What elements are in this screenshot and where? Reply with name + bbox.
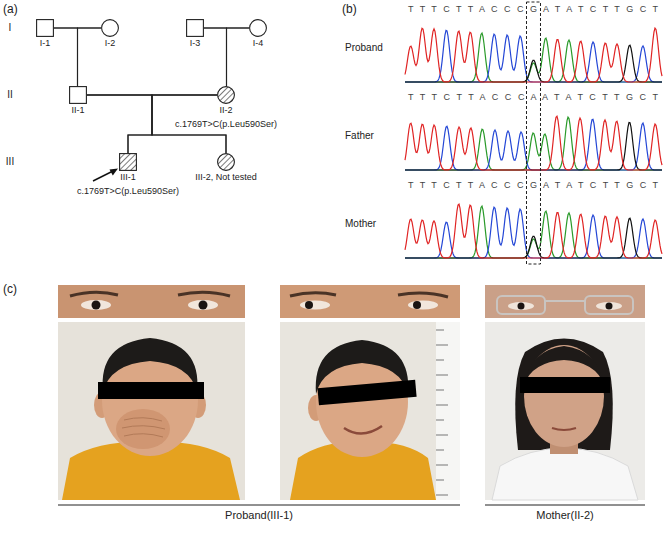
symbol-shape	[69, 86, 87, 104]
sample-label: Proband	[345, 42, 383, 54]
pedigree-symbol	[101, 19, 119, 37]
eye-photo	[58, 285, 645, 318]
female-symbol: II-2 c.1769T>C(p.Leu590Ser)	[175, 86, 277, 130]
symbol-shape	[36, 19, 54, 37]
caption-rule	[485, 505, 645, 506]
male-symbol: I-1	[36, 19, 54, 49]
male-symbol: II-1	[69, 86, 87, 116]
symbol-shape	[217, 86, 235, 104]
generation-label: III	[6, 156, 14, 168]
individual-id: II-1	[69, 105, 87, 116]
proband-arrow	[93, 169, 118, 182]
sample-label: Mother	[345, 218, 376, 230]
trace-line	[405, 204, 662, 258]
symbol-shape	[101, 19, 119, 37]
female-symbol: I-4	[249, 19, 267, 49]
symbol-shape	[217, 153, 235, 171]
male-symbol: I-3	[186, 19, 204, 49]
sample-label: Father	[345, 130, 374, 142]
variant-box	[526, 2, 540, 264]
variant-box	[526, 2, 540, 264]
trace-line	[405, 117, 662, 170]
pedigree-symbol	[249, 19, 267, 37]
pedigree-line	[204, 28, 227, 86]
individual-id: I-1	[36, 38, 54, 49]
chromatogram-trace	[405, 28, 662, 258]
panel-letter: (b)	[342, 2, 357, 16]
caption-rule	[58, 505, 460, 506]
trace-line	[405, 116, 662, 170]
pedigree-symbol	[36, 19, 54, 37]
proband-photo	[280, 322, 460, 500]
individual-id: III-1	[77, 172, 179, 183]
generation-label: I	[9, 22, 12, 34]
symbol-shape	[186, 19, 204, 37]
panel-letter: (c)	[3, 282, 17, 296]
photo-caption: Mother(II-2)	[536, 509, 593, 522]
proband-photo	[58, 322, 245, 500]
sequence-text: T T T C T T A C C C A A T A T C T T G C …	[408, 92, 658, 103]
variant-text: c.1769T>C(p.Leu590Ser)	[77, 186, 179, 197]
pedigree-symbol	[217, 86, 235, 104]
pedigree-symbol	[119, 153, 137, 171]
symbol-shape	[119, 153, 137, 171]
male-symbol: III-1 c.1769T>C(p.Leu590Ser)	[77, 153, 179, 197]
individual-id: II-2	[175, 105, 277, 116]
individual-id: I-2	[101, 38, 119, 49]
pedigree-symbol	[186, 19, 204, 37]
pedigree-line	[78, 28, 102, 86]
individual-id: I-3	[186, 38, 204, 49]
pedigree-symbol	[217, 153, 235, 171]
individual-id: III-2, Not tested	[195, 172, 257, 183]
sequence-text: T T T C T T A C C C G A T A T C T T G C …	[408, 4, 658, 15]
pedigree-line	[87, 95, 152, 153]
variant-text: c.1769T>C(p.Leu590Ser)	[175, 119, 277, 130]
mother-photo	[485, 322, 645, 500]
sequence-text: T T T C T T A C C C G A T A T C T T G C …	[408, 180, 658, 191]
individual-id: I-4	[249, 38, 267, 49]
female-symbol: III-2, Not tested	[195, 153, 257, 183]
female-symbol: I-2	[101, 19, 119, 49]
pedigree-symbol	[69, 86, 87, 104]
trace-line	[405, 30, 662, 82]
pedigree-line	[226, 28, 249, 86]
photo-caption: Proband(III-1)	[225, 509, 293, 522]
trace-line	[405, 28, 662, 82]
pedigree-line	[54, 28, 78, 86]
panel-letter: (a)	[3, 2, 18, 16]
symbol-shape	[249, 19, 267, 37]
generation-label: II	[7, 89, 13, 101]
